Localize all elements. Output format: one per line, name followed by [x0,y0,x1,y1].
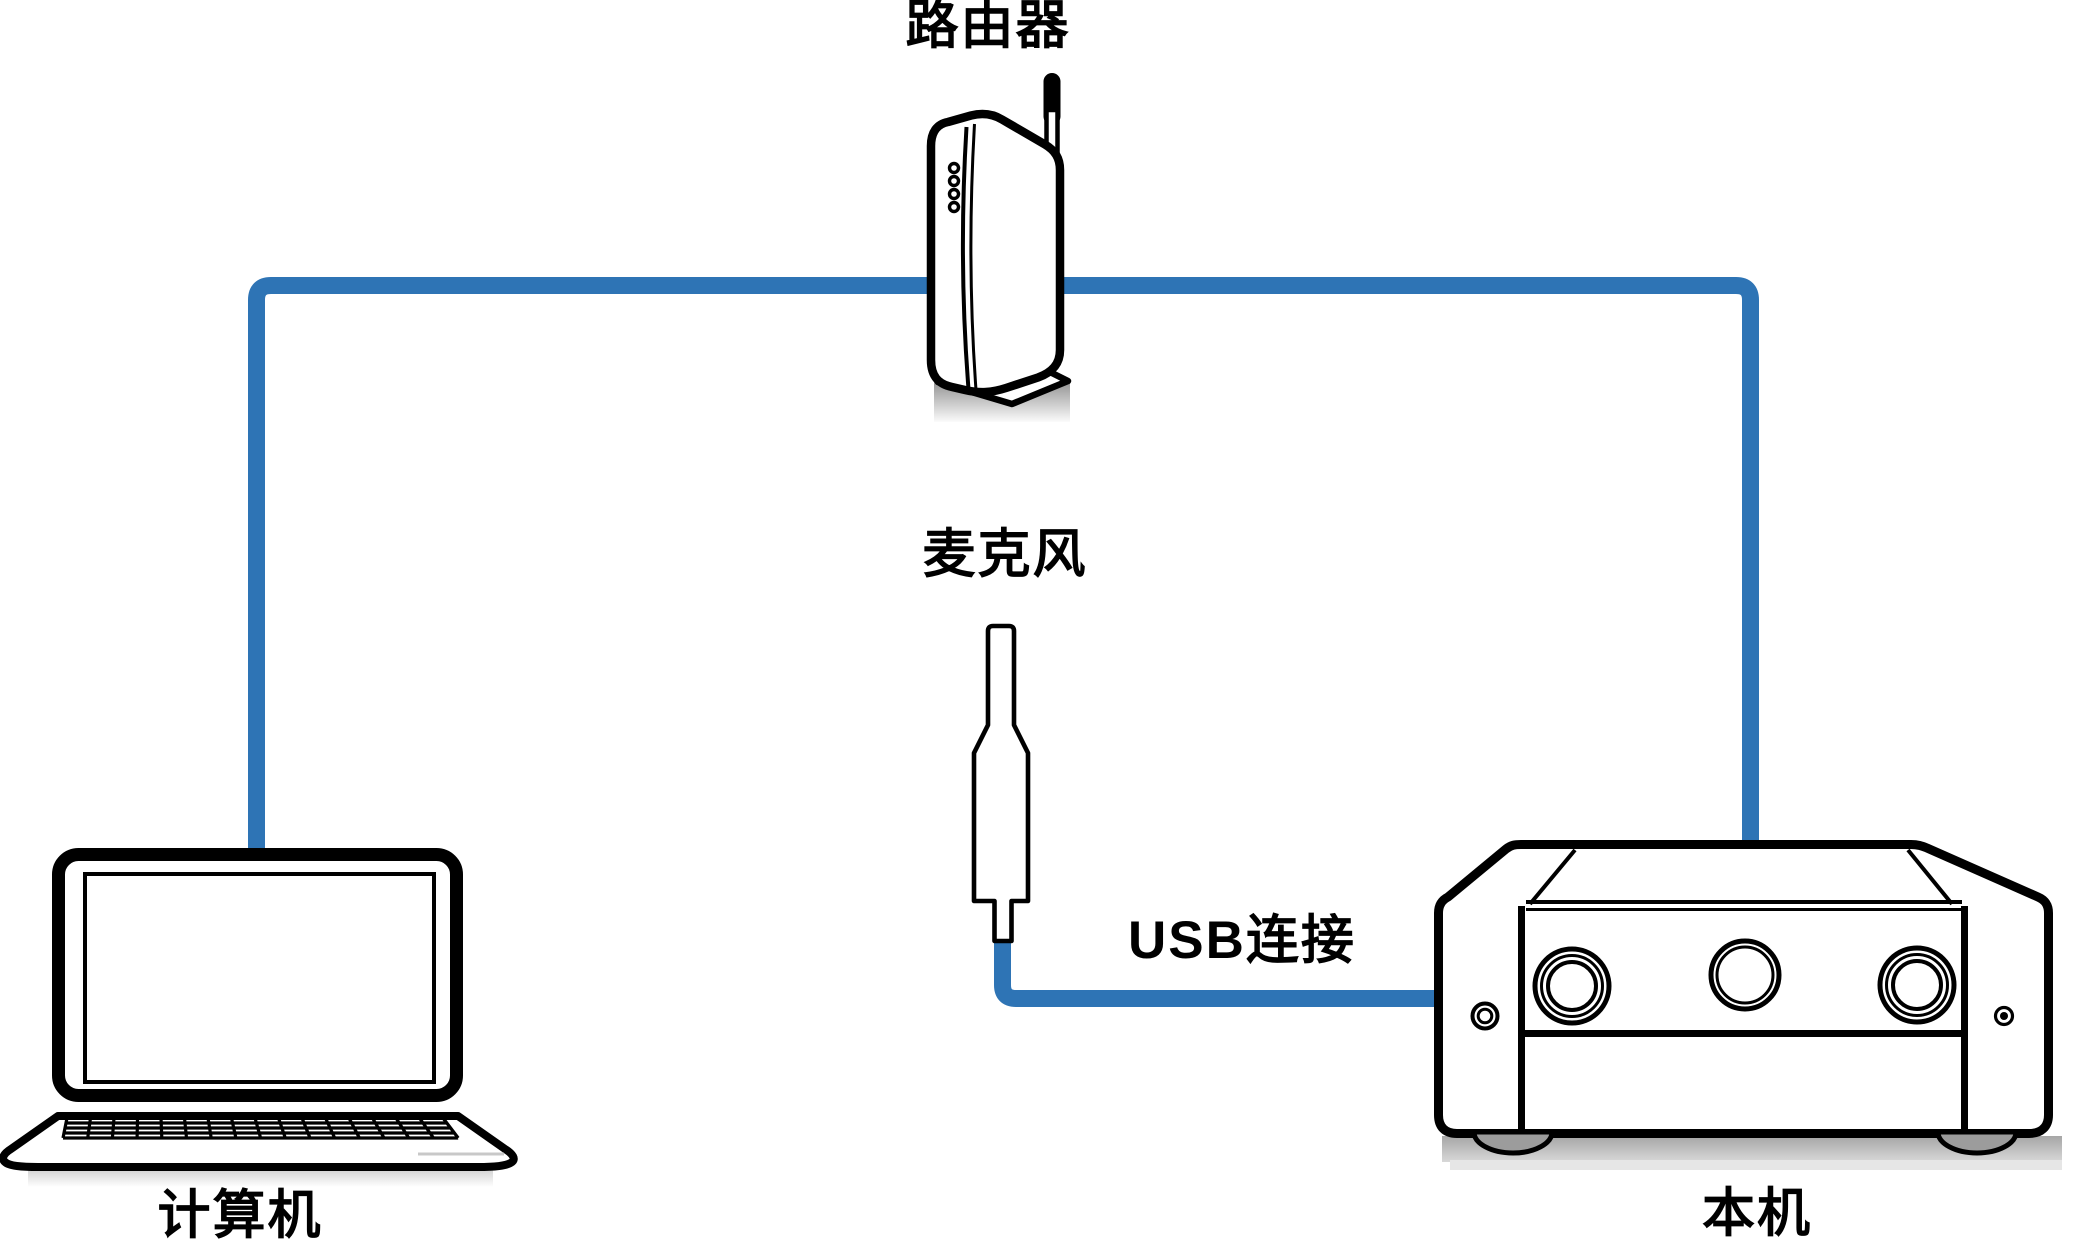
router-led-lights [947,161,961,214]
unit-label: 本机 [1702,1184,1812,1243]
receiver-knob-right [1877,945,1957,1025]
microphone-label: 麦克风 [922,525,1088,584]
computer-label: 计算机 [157,1186,323,1245]
receiver-knob-left [1532,946,1612,1026]
receiver-foot-left [1471,1129,1555,1156]
receiver-indicator-dot [1993,1005,2015,1027]
receiver-usb-port [1470,1001,1500,1031]
router-icon [926,73,1072,422]
router-label: 路由器 [905,0,1071,55]
receiver-knob-center [1708,938,1782,1012]
av-receiver-icon [1434,840,2062,1170]
usb-cable [994,928,1441,1007]
receiver-foot-right [1935,1129,2019,1156]
laptop-keyboard [61,1116,460,1140]
laptop-icon [0,848,518,1187]
microphone-icon [971,623,1031,944]
usb-connection-label: USB连接 [1128,911,1356,970]
laptop-shadow [28,1169,493,1187]
